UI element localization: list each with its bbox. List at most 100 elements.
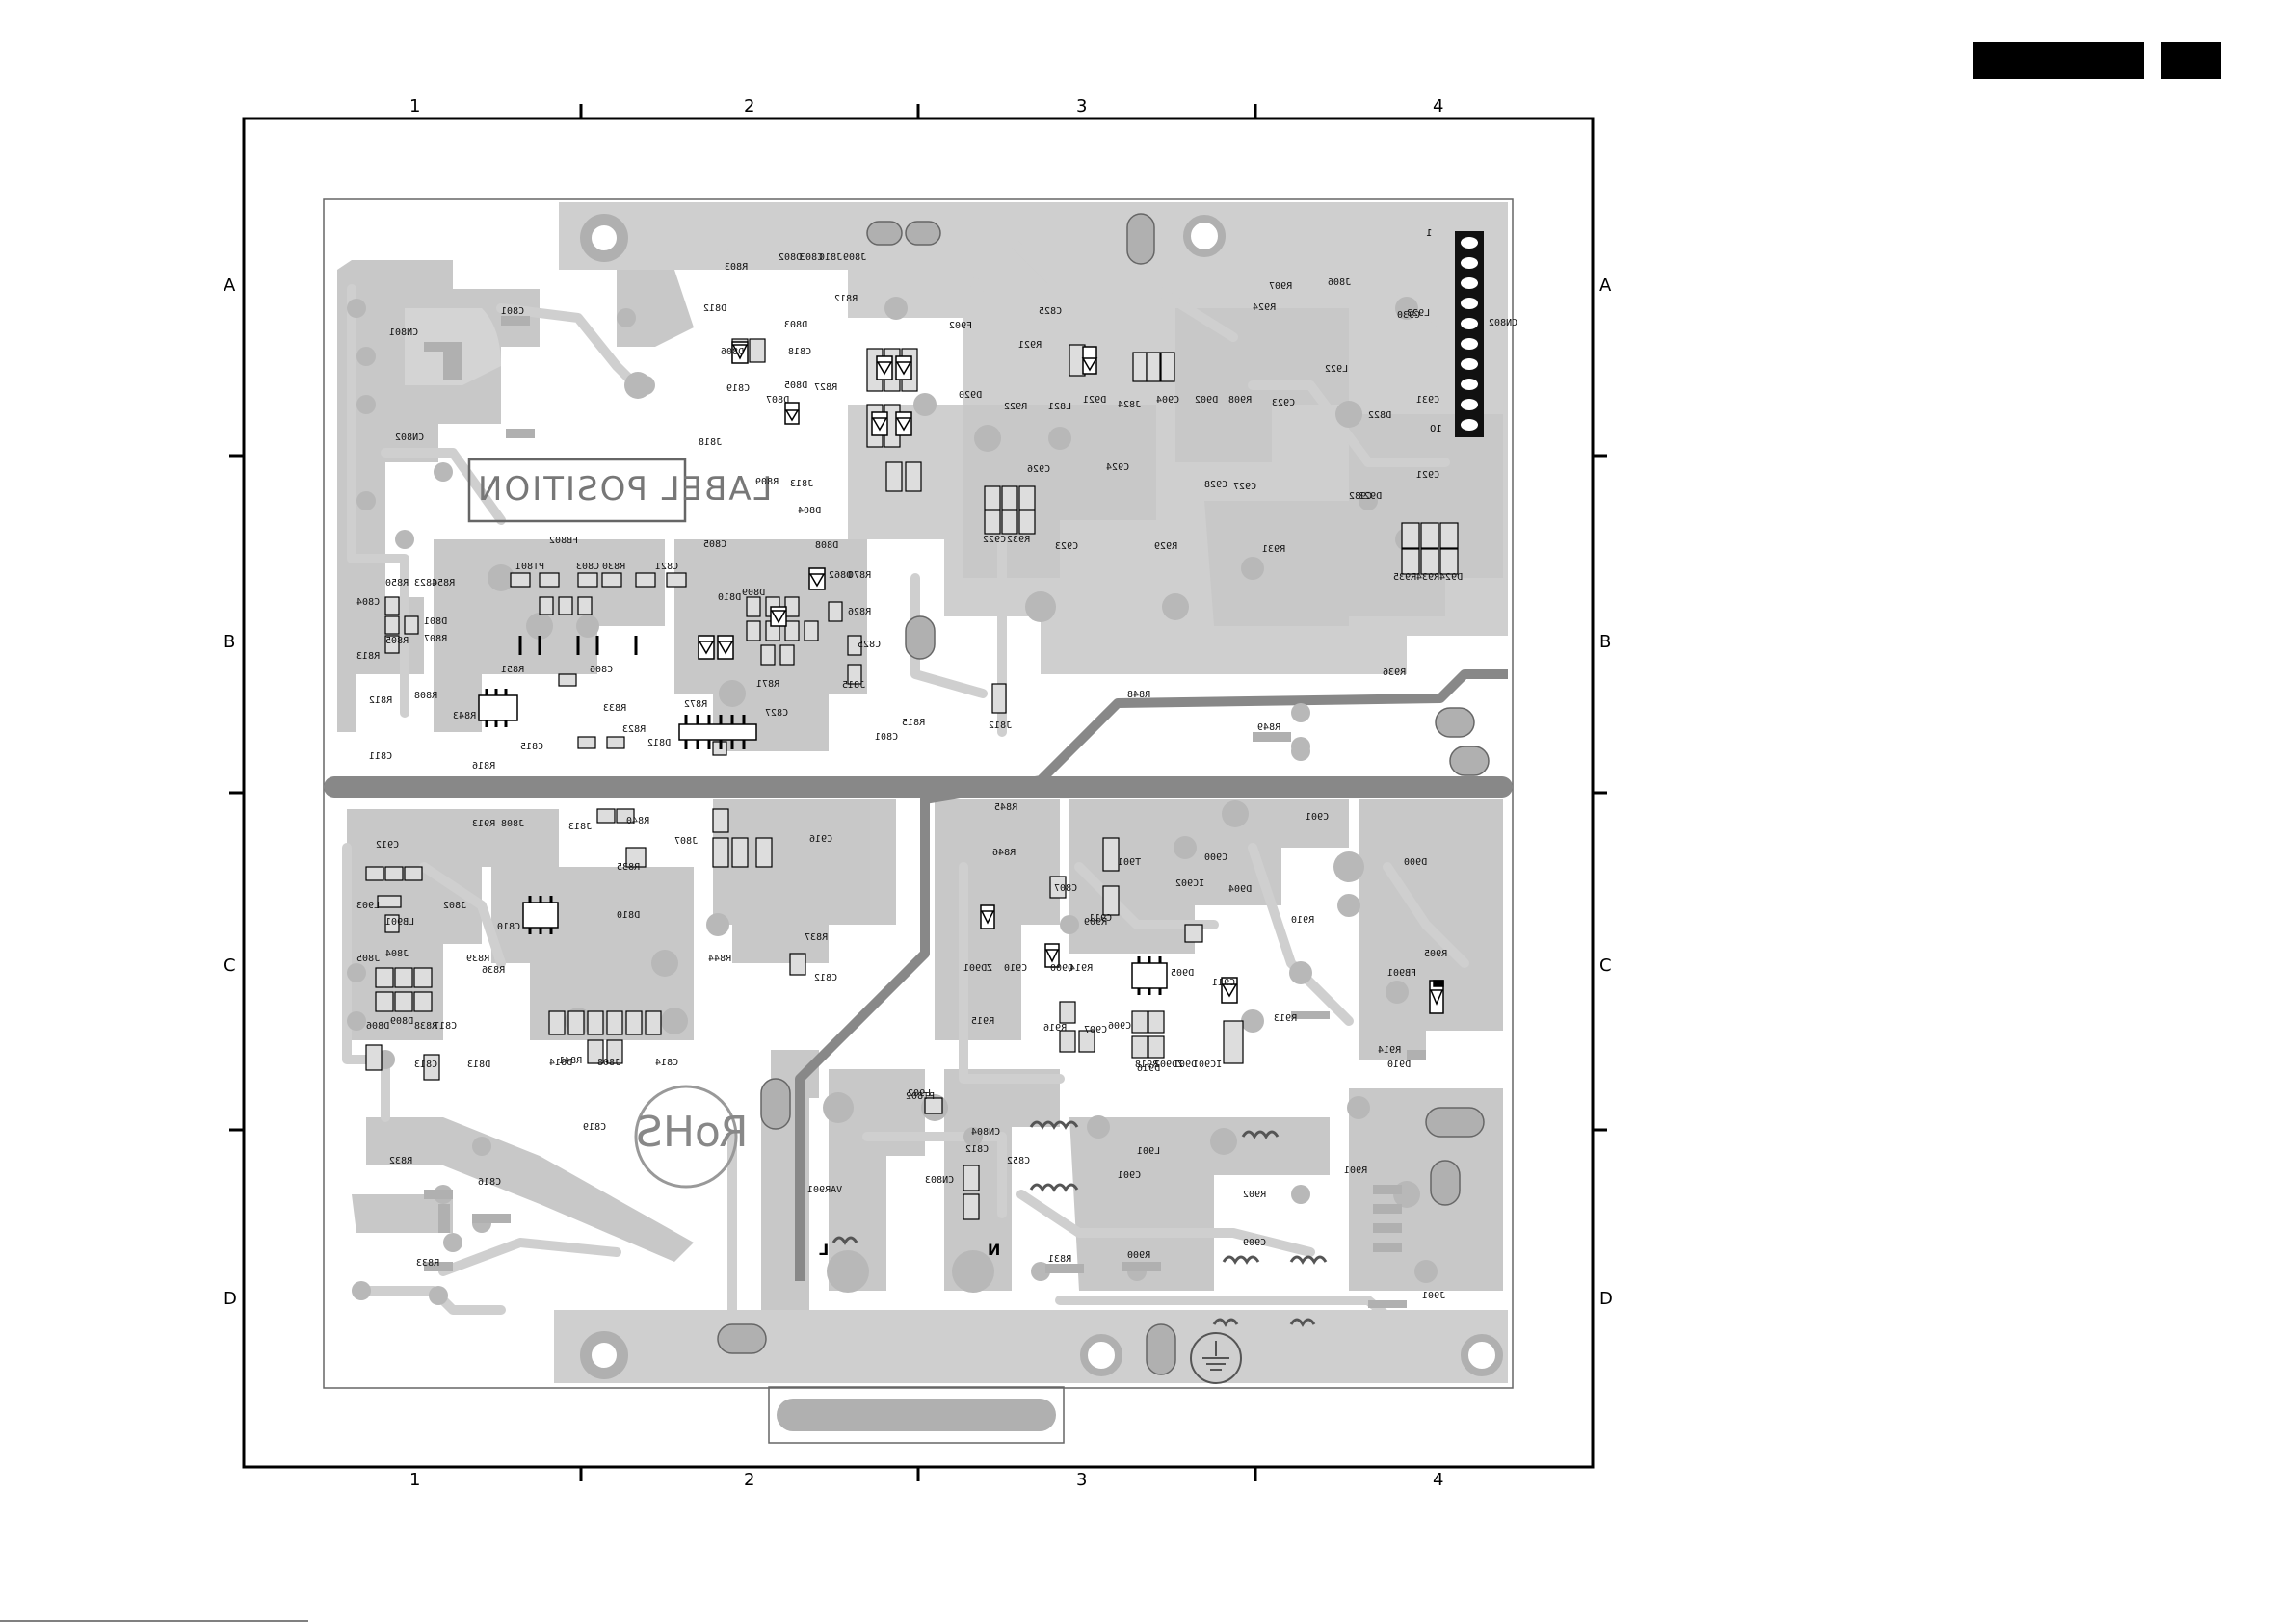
component-ref: D924 xyxy=(1439,572,1464,583)
component-ref: C818 xyxy=(788,347,812,357)
component-ref: C926 xyxy=(1027,464,1051,475)
component-ref: R851 xyxy=(501,665,525,675)
component-ref: R830 xyxy=(602,562,626,572)
component-ref: J818 xyxy=(699,437,723,448)
component-ref: L821 xyxy=(1048,402,1072,412)
component-ref: D814 xyxy=(549,1058,573,1068)
component-ref: D804 xyxy=(798,506,822,516)
component-ref: C922 xyxy=(983,535,1007,545)
diode-symbols xyxy=(698,341,1444,1014)
component-ref: J805 xyxy=(356,954,381,964)
component-ref: R872 xyxy=(684,699,708,710)
component-ref: C806 xyxy=(590,665,614,675)
component-ref: R932 xyxy=(1007,535,1031,545)
component-ref: D920 xyxy=(959,390,983,401)
component-ref: R803 xyxy=(725,262,749,273)
component-ref: C921 xyxy=(1416,470,1440,481)
component-ref: D822 xyxy=(1368,410,1392,421)
grid-col-3-bottom: 3 xyxy=(1076,1470,1088,1490)
component-ref: D905 xyxy=(1171,968,1195,979)
component-ref: R813 xyxy=(356,651,381,662)
component-ref: C819 xyxy=(726,383,751,394)
grid-row-b-right: B xyxy=(1599,632,1612,652)
grid-col-1-top: 1 xyxy=(409,96,421,117)
component-ref: J808 xyxy=(501,819,525,829)
component-ref: R848 xyxy=(1127,690,1151,700)
earth-ground-symbol xyxy=(1190,1332,1242,1384)
component-ref: R827 xyxy=(814,382,838,393)
component-ref: D902 xyxy=(1195,395,1219,406)
component-ref: D803 xyxy=(784,320,808,330)
component-ref: D916 xyxy=(1137,1063,1161,1074)
inductor-coils xyxy=(831,1120,1328,1327)
neutral-terminal-label: N xyxy=(988,1241,1001,1259)
component-ref: C852 xyxy=(1007,1156,1031,1166)
component-ref: J807 xyxy=(674,836,699,847)
label-position-text: LABEL POSITION xyxy=(476,470,773,509)
component-ref: J812 xyxy=(989,720,1013,731)
component-ref: R833 xyxy=(416,1258,440,1269)
component-ref: R843 xyxy=(453,711,477,721)
component-ref: C819 xyxy=(583,1122,607,1133)
component-ref: LB901 xyxy=(385,917,415,928)
component-ref: R871 xyxy=(756,679,780,690)
component-ref: D813 xyxy=(467,1060,491,1070)
component-ref: R849 xyxy=(1257,722,1281,733)
grid-row-b-left: B xyxy=(224,632,236,652)
component-ref: C928 xyxy=(1204,480,1228,490)
component-ref: L903 xyxy=(356,901,381,911)
component-ref: J824 xyxy=(1118,400,1142,410)
bottom-connector-pad xyxy=(777,1399,1056,1431)
connector-pin-10: 10 xyxy=(1430,424,1442,434)
component-ref: R836 xyxy=(482,965,506,976)
component-ref: C812 xyxy=(965,1144,990,1155)
component-ref: T901 xyxy=(1118,857,1142,868)
component-ref: VAR901 xyxy=(807,1185,843,1195)
component-ref: C812 xyxy=(814,973,838,983)
component-ref: C804 xyxy=(356,597,381,608)
grid-col-4-bottom: 4 xyxy=(1433,1470,1444,1490)
component-ref: R870 xyxy=(848,570,872,581)
component-ref: D809 xyxy=(390,1016,414,1027)
component-ref: D810 xyxy=(718,592,742,603)
component-ref: C901 xyxy=(1306,812,1330,823)
component-ref: C814 xyxy=(655,1058,679,1068)
label-position-box xyxy=(467,458,687,523)
component-ref: C825 xyxy=(1039,306,1063,317)
line-terminal-label: L xyxy=(819,1241,830,1259)
component-ref: D812 xyxy=(647,738,672,748)
component-ref: R910 xyxy=(1291,915,1315,926)
grid-col-2-bottom: 2 xyxy=(744,1470,755,1490)
component-ref: R907 xyxy=(1269,281,1293,292)
component-ref: FB802 xyxy=(549,536,579,546)
component-ref: C911 xyxy=(1212,978,1236,988)
component-ref: R832 xyxy=(389,1156,413,1166)
component-ref: R908 xyxy=(1228,395,1253,406)
component-ref: C912 xyxy=(376,840,400,851)
component-ref: D805 xyxy=(784,380,808,391)
component-ref: R901 xyxy=(1344,1165,1368,1176)
component-ref: D802 xyxy=(779,252,803,263)
component-ref: C906 xyxy=(1108,1021,1132,1032)
component-ref: C816 xyxy=(478,1177,502,1188)
component-ref: R807 xyxy=(424,634,448,644)
component-ref: C907 xyxy=(1084,1025,1108,1035)
component-ref: R921 xyxy=(1018,340,1042,351)
connector-cn802 xyxy=(1455,231,1484,437)
component-ref: C909 xyxy=(1243,1238,1267,1248)
component-ref: CN802 xyxy=(395,432,425,443)
component-ref: C810 xyxy=(497,922,521,932)
component-ref: C910 xyxy=(1004,963,1028,974)
grid-col-3-top: 3 xyxy=(1076,96,1088,117)
component-ref: C931 xyxy=(1416,395,1440,406)
component-ref: F902 xyxy=(949,321,973,331)
connector-pin-1: 1 xyxy=(1426,228,1433,239)
component-ref: C807 xyxy=(1054,883,1078,894)
bottom-connector-outline xyxy=(768,1386,1065,1444)
component-ref: C930 xyxy=(1397,310,1421,321)
component-ref: C801 xyxy=(875,732,899,743)
header-black-block-left xyxy=(1973,42,2144,79)
component-ref: D801 xyxy=(424,616,448,627)
component-ref: C821 xyxy=(655,562,679,572)
component-ref: R854 xyxy=(432,578,456,589)
